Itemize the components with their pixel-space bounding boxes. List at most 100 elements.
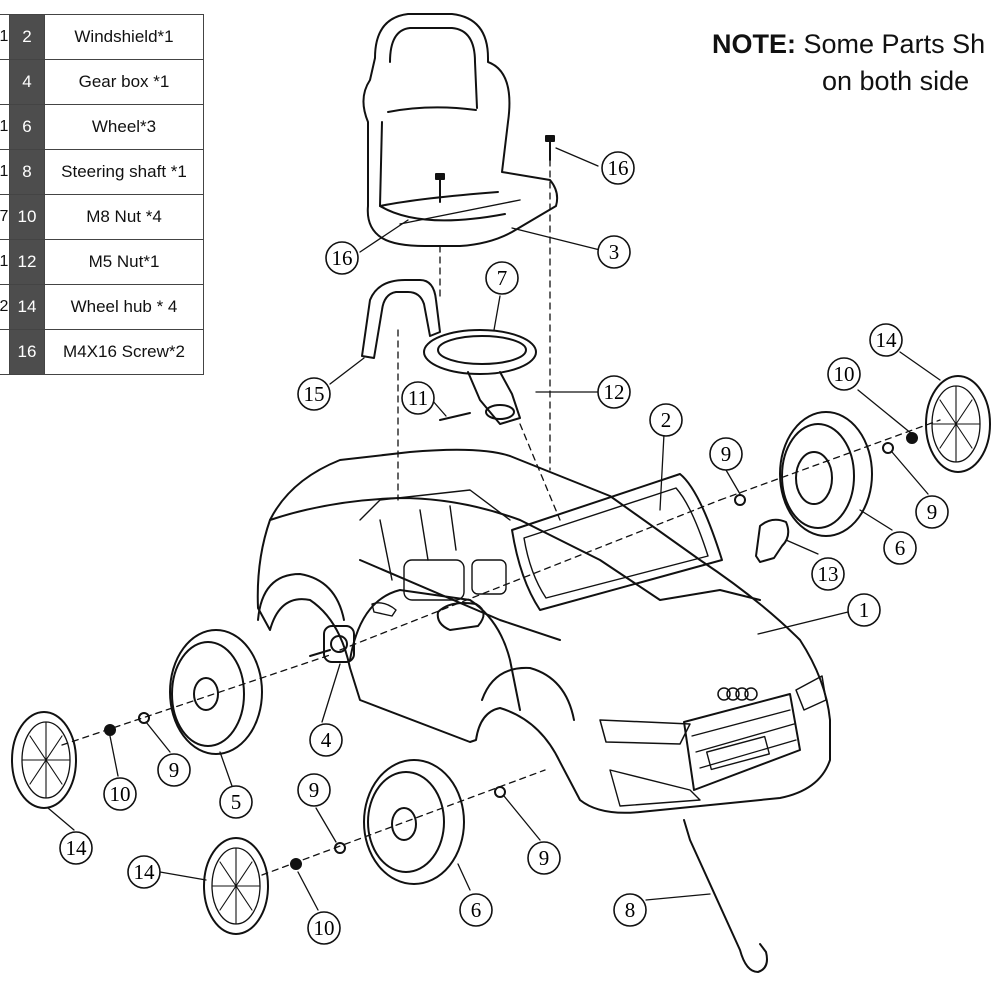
gearbox-drawing (323, 625, 355, 663)
callout: 14 (127, 855, 161, 889)
car-body-drawing (256, 448, 831, 814)
washer-9-front (334, 842, 346, 854)
callout: 3 (597, 235, 631, 269)
steering-shaft-drawing (683, 819, 768, 973)
part-name: M5 Nut*1 (44, 239, 204, 285)
callout-number: 4 (321, 728, 332, 752)
callout-number: 9 (169, 758, 180, 782)
part-number: 4 (9, 59, 45, 105)
callout: 16 (601, 151, 635, 185)
hub-front-left-drawing (203, 837, 269, 935)
note-line-1: Some Parts Sh (803, 29, 986, 59)
assembly-guide-lines (61, 159, 941, 876)
callout: 5 (219, 785, 253, 819)
callout: 9 (527, 841, 561, 875)
callout: 10 (307, 911, 341, 945)
part-number: 16 (9, 329, 45, 375)
callout-number: 14 (66, 836, 88, 860)
callout-number: 14 (876, 328, 898, 352)
note-line-2: on both side (822, 66, 970, 96)
seat-screw-left (435, 173, 445, 203)
callout: 14 (59, 831, 93, 865)
callout-leader-lines (47, 147, 941, 911)
callout: 15 (297, 377, 331, 411)
callout-number: 8 (625, 898, 636, 922)
callout: 10 (827, 357, 861, 391)
rear-axle (309, 649, 331, 657)
hub-right-back-drawing (925, 375, 991, 473)
wheel-left-back-drawing (169, 629, 263, 755)
callout: 7 (485, 261, 519, 295)
callout-number: 9 (927, 500, 938, 524)
callout-number: 10 (110, 782, 131, 806)
part-number: 12 (9, 239, 45, 285)
washer-9-front-inner (494, 786, 506, 798)
callout-number: 10 (314, 916, 335, 940)
note-text: NOTE: Some Parts Sh on both side (712, 26, 985, 100)
part-name: Wheel*3 (44, 104, 204, 150)
screw-11-drawing (439, 412, 471, 421)
part-name: Gear box *1 (44, 59, 204, 105)
part-name: M4X16 Screw*2 (44, 329, 204, 375)
seat-drawing (362, 13, 559, 247)
nut-10-front (290, 858, 302, 870)
callout-number: 9 (721, 442, 732, 466)
callout-number: 13 (818, 562, 839, 586)
callout: 2 (649, 403, 683, 437)
callout-number: 1 (859, 598, 870, 622)
callout-number: 6 (471, 898, 482, 922)
callout: 16 (325, 241, 359, 275)
callout-number: 11 (408, 386, 428, 410)
callout-number: 9 (309, 778, 320, 802)
callout-number: 16 (332, 246, 353, 270)
callout: 4 (309, 723, 343, 757)
callout: 8 (613, 893, 647, 927)
callout-number: 15 (304, 382, 325, 406)
nut-10-left (104, 724, 116, 736)
part-number: 14 (9, 284, 45, 330)
callout-number: 7 (497, 266, 508, 290)
callout-number: 16 (608, 156, 629, 180)
washer-9-right (882, 442, 894, 454)
hub-left-back-drawing (11, 711, 77, 809)
car-logo-rings (717, 687, 758, 701)
hub-part-13-drawing (755, 518, 790, 563)
backrest-bar-drawing (361, 279, 441, 359)
wheel-front-left-drawing (363, 759, 465, 885)
part-number: 6 (9, 104, 45, 150)
steering-wheel-drawing (423, 329, 537, 425)
callout: 11 (401, 381, 435, 415)
callout-number: 14 (134, 860, 156, 884)
nut-10-right (906, 432, 918, 444)
callout-number: 2 (661, 408, 672, 432)
part-name: Steering shaft *1 (44, 149, 204, 195)
part-number: 10 (9, 194, 45, 240)
callout: 6 (883, 531, 917, 565)
callout: 9 (157, 753, 191, 787)
callout-number: 10 (834, 362, 855, 386)
wheel-right-back-drawing (779, 411, 873, 537)
callout-number: 9 (539, 846, 550, 870)
seat-screw-right (545, 135, 555, 161)
note-label: NOTE: (712, 29, 796, 59)
callout: 12 (597, 375, 631, 409)
callout-number: 6 (895, 536, 906, 560)
callout-number: 12 (604, 380, 625, 404)
callout: 13 (811, 557, 845, 591)
part-number: 8 (9, 149, 45, 195)
callout-labels: 16 3 16 7 15 11 12 2 14 10 9 9 6 13 1 4 … (59, 151, 949, 945)
callout-number: 3 (609, 240, 620, 264)
washer-9-right-inner (734, 494, 746, 506)
callout: 9 (709, 437, 743, 471)
callout: 14 (869, 323, 903, 357)
callout: 1 (847, 593, 881, 627)
callout: 10 (103, 777, 137, 811)
